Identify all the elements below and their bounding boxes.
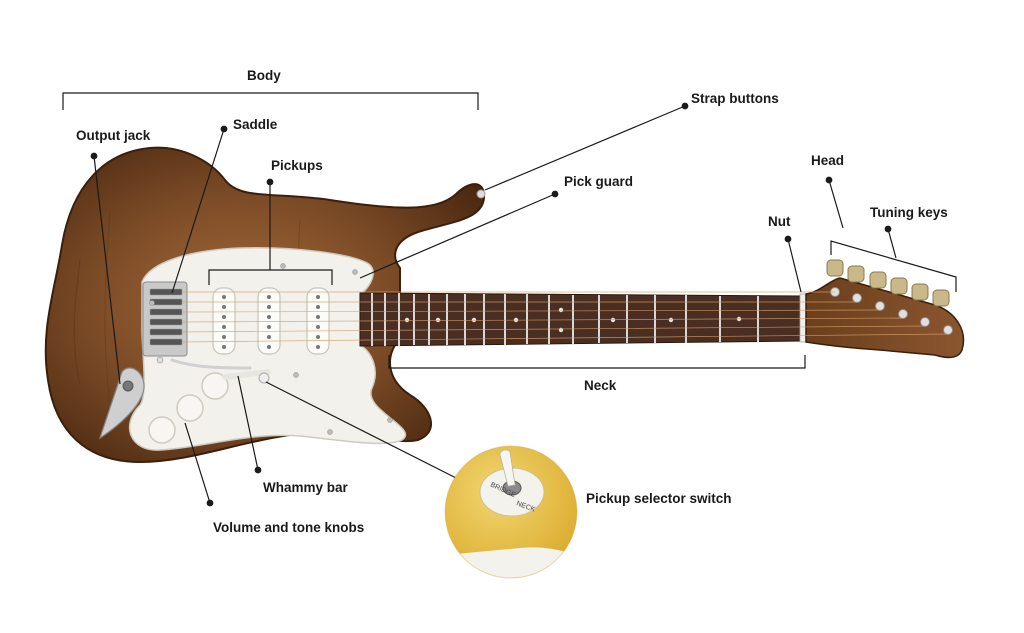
label-body: Body bbox=[247, 68, 281, 83]
body-bracket bbox=[62, 92, 479, 110]
pickup-middle bbox=[257, 287, 281, 355]
label-pick-guard: Pick guard bbox=[564, 174, 634, 189]
tuning-keys bbox=[826, 259, 950, 307]
pickup-bridge bbox=[212, 287, 236, 355]
saddles bbox=[149, 288, 183, 346]
headstock bbox=[805, 277, 965, 359]
pickup-selector-switch bbox=[222, 369, 271, 384]
whammy-bar bbox=[170, 358, 252, 370]
label-head: Head bbox=[811, 153, 845, 168]
neck-bracket bbox=[388, 355, 806, 369]
label-nut: Nut bbox=[768, 214, 791, 229]
label-neck: Neck bbox=[584, 378, 617, 393]
strings bbox=[181, 291, 949, 343]
tuning-keys-bracket bbox=[830, 240, 957, 292]
switch-inset: BRIDGE NECK bbox=[445, 446, 577, 578]
label-volume-tone-knobs: Volume and tone knobs bbox=[213, 520, 365, 535]
nut bbox=[799, 293, 807, 343]
label-pickups: Pickups bbox=[271, 158, 323, 173]
label-output-jack: Output jack bbox=[76, 128, 151, 143]
volume-tone-knobs bbox=[148, 372, 229, 444]
label-tuning-keys: Tuning keys bbox=[870, 205, 948, 220]
strap-button bbox=[476, 189, 486, 199]
label-strap-buttons: Strap buttons bbox=[691, 91, 779, 106]
label-saddle: Saddle bbox=[233, 117, 278, 132]
label-whammy-bar: Whammy bar bbox=[263, 480, 348, 495]
label-pickup-selector-switch: Pickup selector switch bbox=[586, 491, 732, 506]
